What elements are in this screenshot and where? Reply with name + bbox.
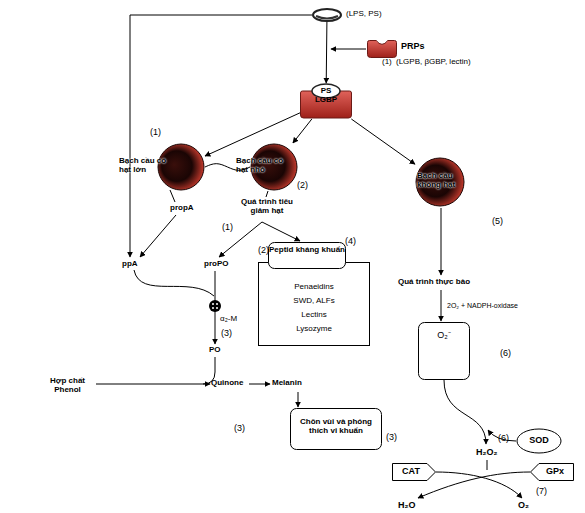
process-box [291, 409, 382, 450]
process-label: 2O₂ + NADPH-oxidase [447, 302, 518, 310]
process-label: Quá trình tiêu giảm hạt [236, 197, 298, 215]
list-box [259, 263, 370, 346]
cell-circle: Bạch cầu có hạt lớn [157, 143, 205, 191]
node-text: GPx [538, 466, 572, 476]
node-text: Bạch cầu có hạt nhỏ [236, 156, 290, 174]
process-label: O₂ [518, 500, 529, 510]
process-box: Peptid kháng khuẩn [268, 242, 346, 269]
enzyme-tag [393, 464, 436, 481]
enzyme-ellipse: SOD [516, 428, 562, 454]
cell-circle [158, 144, 204, 190]
node-outline [367, 40, 397, 58]
complex-symbol [301, 84, 352, 118]
node-text: PS LGBP [313, 86, 339, 104]
process-box: O₂⁻ [418, 322, 470, 380]
enzyme-tag [531, 464, 574, 481]
callout-number: (3) [221, 328, 232, 338]
callout-number: (1) [382, 57, 392, 66]
list-box: PenaeidinsSWD, ALFsLectinsLysozyme [258, 262, 370, 346]
receptor-symbol: PRPs(LGPB, βGBP, lectin) [367, 40, 397, 58]
callout-number: (3) [386, 432, 397, 442]
enzyme-tag: GPx [530, 463, 574, 481]
node-text: Bạch cầu không hạt [417, 171, 471, 189]
node-text: Bạch cầu có hạt lớn [119, 156, 173, 174]
node-text: O₂⁻ [418, 330, 470, 340]
flow-line [487, 460, 488, 470]
flow-arrow [96, 384, 210, 385]
callout-number: (1) [150, 127, 161, 137]
node-text: Chôn vùi và phóng thích vi khuẩn [294, 417, 378, 435]
flow-arrow [331, 49, 366, 50]
process-box [269, 243, 346, 269]
process-label: Melanin [272, 378, 302, 387]
node-text: CAT [394, 466, 428, 476]
process-label: H₂O₂ [476, 447, 498, 457]
process-box: Chôn vùi và phóng thích vi khuẩn [290, 408, 382, 450]
inhibitor-symbol [209, 300, 221, 312]
arrow-connector [293, 119, 312, 143]
process-label: Quinone [211, 378, 243, 387]
node-text: SOD [516, 435, 562, 445]
node-text: SWD, ALFs [258, 296, 370, 305]
cell-circle: Bạch cầu không hạt [415, 157, 465, 207]
callout-number: (6) [498, 433, 509, 443]
node-text: Lysozyme [258, 324, 370, 333]
callout-number: (5) [492, 216, 503, 226]
enzyme-tag: CAT [392, 463, 436, 481]
flow-arrow [219, 222, 262, 257]
node-text: (LGPB, βGBP, lectin) [396, 57, 506, 66]
flow-arrow [140, 215, 176, 257]
arrow-connector [326, 22, 328, 83]
node-outline [312, 8, 342, 22]
node-text: Lectins [258, 310, 370, 319]
callout-number: (1) [222, 222, 233, 232]
flow-arrow [249, 384, 270, 385]
process-label: ppA [122, 259, 138, 268]
flow-arrow [444, 380, 486, 444]
flow-arrow [441, 290, 442, 321]
flow-arrow [436, 472, 522, 498]
flow-arrow [262, 222, 300, 241]
process-label: proPO [204, 259, 228, 268]
callout-number: (3) [234, 423, 245, 433]
flow-arrow [418, 472, 530, 498]
process-box [419, 323, 470, 380]
process-label: PO [209, 345, 221, 354]
node-text: Penaeidins [258, 282, 370, 291]
process-label: propA [170, 203, 194, 212]
process-label: Quá trình thực bào [398, 277, 470, 286]
flow-line [266, 191, 268, 197]
antigen-ellipse [313, 9, 341, 21]
callout-number: (7) [536, 486, 547, 496]
wavy-line [134, 270, 214, 296]
antigen-ellipse: (LPS, PS) [312, 8, 342, 22]
process-label: α₂-M [220, 314, 237, 323]
flow-line [170, 190, 175, 202]
flow-arrow [298, 392, 299, 407]
process-label: H₂O [398, 500, 416, 510]
callout-number: (2) [258, 245, 269, 255]
node-text: Peptid kháng khuẩn [268, 245, 346, 254]
node-text: (LPS, PS) [346, 9, 416, 18]
arrow-connector [351, 119, 415, 164]
flow-arrow [441, 208, 442, 275]
callout-number: (2) [297, 180, 308, 190]
process-label: Hợp chất Phenol [40, 376, 95, 394]
receptor-symbol [368, 41, 397, 58]
node-outline [157, 143, 205, 191]
node-text: PRPs [401, 41, 441, 51]
flow-line [130, 15, 312, 257]
callout-number: (4) [345, 236, 356, 246]
enzyme-ellipse [517, 429, 561, 453]
cell-circle: Bạch cầu có hạt nhỏ [250, 143, 298, 191]
callout-number: (6) [500, 348, 511, 358]
complex-symbol: PS LGBP [300, 83, 352, 119]
